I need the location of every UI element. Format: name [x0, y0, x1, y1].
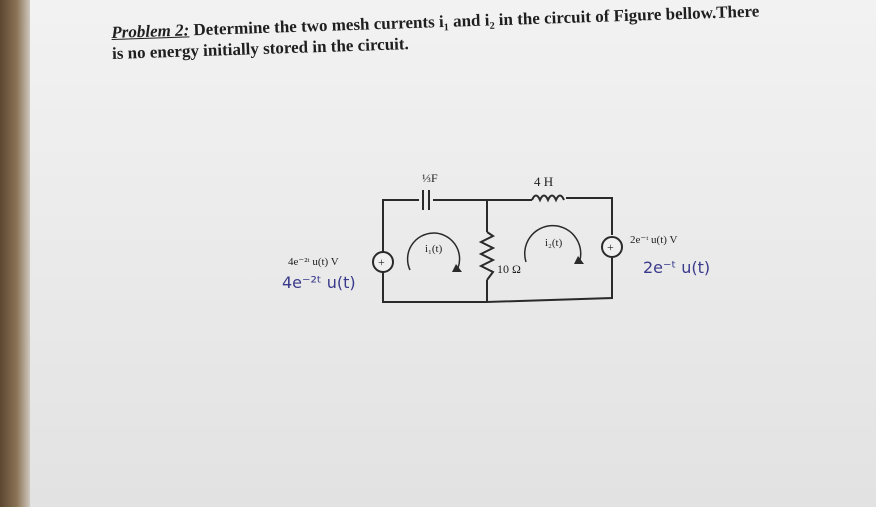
wire-inductor-to-right — [566, 197, 613, 235]
resistor-label: 10 Ω — [497, 262, 521, 276]
wire-top-middle-left — [433, 199, 488, 232]
mesh2-label: i₂(t) — [545, 237, 563, 249]
wire-top-left — [382, 199, 419, 252]
right-voltage-source — [601, 236, 623, 258]
resistor-zigzag — [478, 231, 496, 281]
left-source-label: 4e⁻²ᵗ u(t) V — [288, 256, 339, 268]
left-source-polarity: + — [378, 255, 385, 269]
mesh1-arrowhead — [452, 264, 462, 272]
right-source-polarity: + — [607, 240, 614, 254]
mesh1-arc — [406, 232, 461, 271]
circuit-wires — [382, 197, 613, 304]
mesh2-arc — [523, 224, 582, 263]
left-voltage-source — [372, 251, 394, 273]
left-handwritten-note: 4e⁻²ᵗ u(t) — [282, 273, 356, 292]
inductor-coil — [531, 194, 565, 203]
mesh1-label: i₁(t) — [425, 243, 443, 255]
right-source-label: 2e⁻ᵗ u(t) V — [630, 234, 677, 246]
wire-bottom-left — [382, 272, 487, 303]
capacitor — [422, 190, 430, 210]
wire-bottom-right — [486, 258, 613, 304]
mesh2-arrowhead — [574, 256, 584, 264]
capacitor-label: ⅓F — [422, 171, 438, 185]
right-handwritten-note: 2e⁻ᵗ u(t) — [643, 258, 710, 277]
desk-edge — [0, 0, 30, 507]
inductor-label: 4 H — [534, 174, 553, 189]
